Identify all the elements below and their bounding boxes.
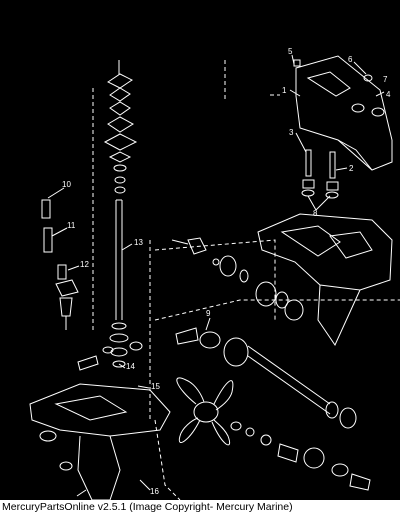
callout-11: 11: [67, 221, 76, 230]
callout-5: 5: [288, 47, 293, 56]
upper-housing: [295, 55, 393, 171]
prop-hardware: [230, 421, 371, 491]
callout-4: 4: [386, 90, 391, 99]
driveshaft: [115, 60, 123, 320]
callout-3: 3: [289, 128, 294, 137]
shift-shaft-parts: [41, 199, 79, 330]
copyright-caption: MercuryPartsOnline v2.5.1 (Image Copyrig…: [0, 500, 400, 515]
upper-gearcase: [257, 213, 393, 347]
exploded-gearcase-diagram: 1 2 3 4 5 6 7 8 9 10 11 12 13 14 15 16: [29, 47, 400, 500]
callout-10: 10: [62, 180, 71, 189]
callout-2: 2: [349, 164, 354, 173]
forward-gear-group: [219, 255, 304, 321]
parts-diagram-panel: 1 2 3 4 5 6 7 8 9 10 11 12 13 14 15 16: [0, 0, 400, 500]
studs-and-nuts: [293, 59, 373, 199]
callout-14: 14: [126, 362, 135, 371]
callout-1: 1: [282, 86, 287, 95]
bearing-carrier-group: [175, 327, 357, 429]
callout-12: 12: [80, 260, 89, 269]
callout-6: 6: [348, 55, 353, 64]
callout-8: 8: [313, 209, 318, 218]
leader-lines: [47, 54, 385, 497]
callout-9: 9: [206, 309, 211, 318]
callout-16: 16: [150, 487, 159, 496]
callout-13: 13: [134, 238, 143, 247]
propeller: [176, 377, 234, 446]
driveshaft-bearings: [77, 322, 143, 371]
callout-15: 15: [151, 382, 160, 391]
callout-7: 7: [383, 75, 388, 84]
water-pump-stack: [103, 73, 138, 194]
lower-gearcase: [29, 383, 171, 500]
shift-linkage: [171, 237, 220, 266]
